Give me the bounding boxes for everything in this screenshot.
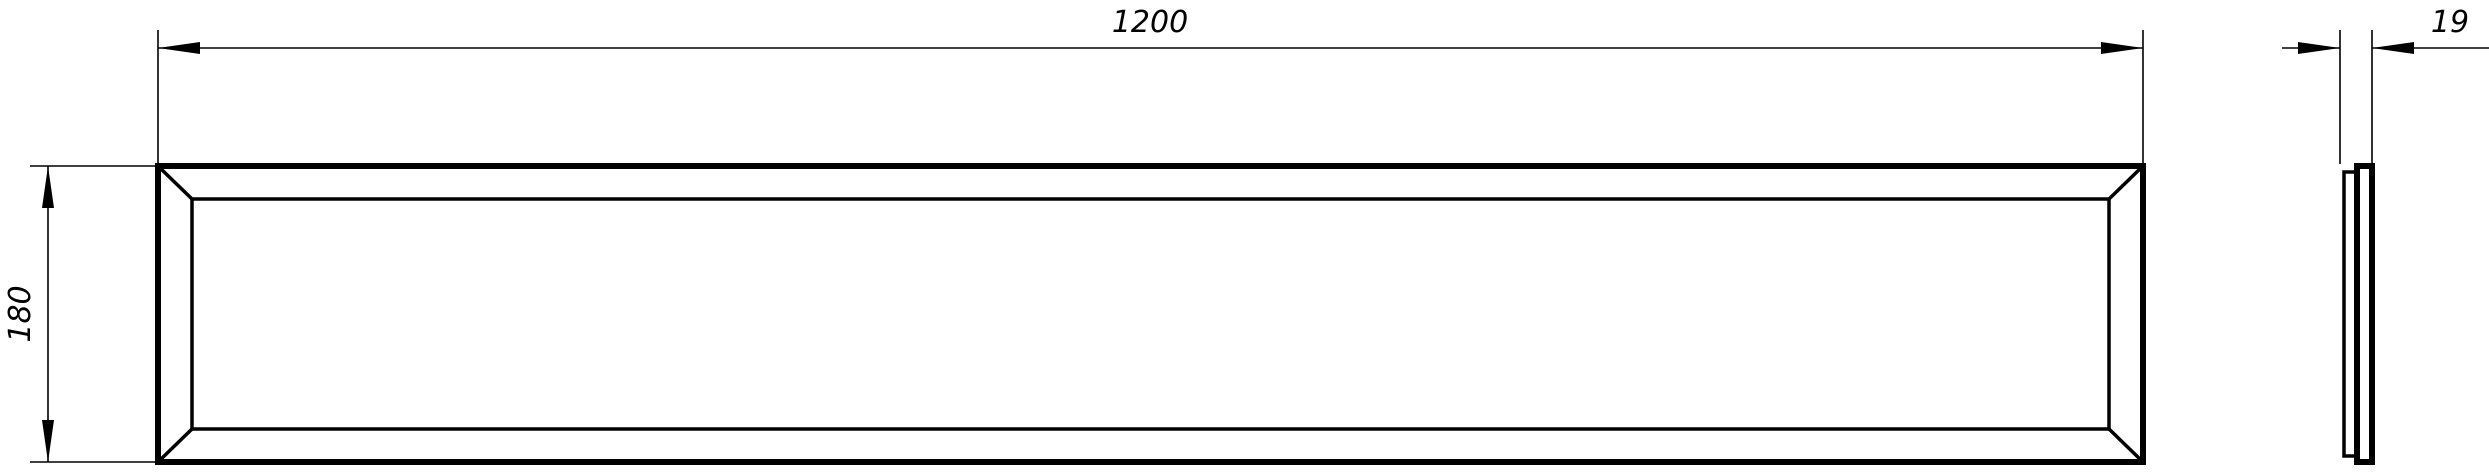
arrowhead-bottom	[42, 420, 54, 462]
arrowhead-left	[158, 42, 200, 54]
arrowhead-thickness-left	[2298, 42, 2340, 54]
arrowhead-right	[2101, 42, 2143, 54]
height-dimension: 180	[3, 165, 156, 463]
arrowhead-thickness-right	[2372, 42, 2414, 54]
side-profile-outer	[2354, 163, 2375, 465]
thickness-dimension: 19	[2282, 5, 2489, 164]
length-dimension: 1200	[157, 5, 2144, 164]
side-profile-step	[2342, 170, 2359, 458]
length-label: 1200	[1112, 5, 1188, 40]
panel-front-view	[155, 163, 2146, 465]
arrowhead-top	[42, 166, 54, 208]
height-label: 180	[3, 285, 38, 342]
bevel-corner-top-left	[156, 164, 194, 201]
bevel-corner-top-right	[2107, 164, 2145, 201]
thickness-label: 19	[2431, 5, 2469, 40]
panel-inner-edge	[190, 197, 2111, 431]
bevel-corner-bottom-right	[2107, 427, 2145, 464]
bevel-corner-bottom-left	[156, 427, 194, 464]
panel-side-view	[2342, 163, 2375, 465]
panel-outer-edge	[155, 163, 2146, 465]
